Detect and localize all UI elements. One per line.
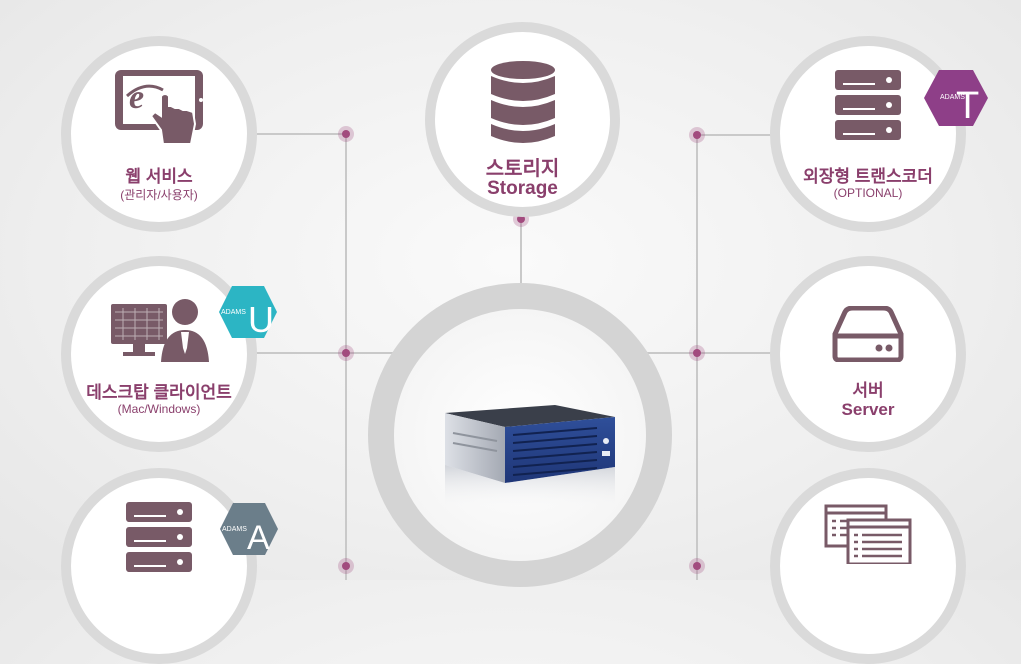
node-title: 웹 서비스: [125, 167, 193, 186]
junction-dot-desktop-client: [338, 345, 354, 361]
junction-dot-transcoder: [689, 127, 705, 143]
central-hub: [368, 283, 672, 587]
adams-u-badge: ADAMS U: [219, 286, 277, 340]
connector-desktop-client: [248, 352, 346, 354]
connector-right-vertical: [696, 134, 698, 580]
connector-transcoder: [697, 134, 777, 136]
connector-server: [646, 352, 776, 354]
server-rack-icon: [126, 502, 192, 572]
badge-letter: U: [248, 299, 274, 340]
node-subtitle: (OPTIONAL): [833, 186, 903, 200]
badge-letter: T: [956, 85, 979, 127]
node-title: 외장형 트랜스코더: [803, 167, 933, 186]
node-bottom-right: [770, 468, 966, 664]
badge-brand: ADAMS: [221, 309, 246, 316]
adams-t-badge: ADAMS T: [924, 70, 988, 127]
database-icon: [490, 61, 555, 143]
node-title: 스토리지: [485, 158, 560, 180]
hard-drive-icon: [832, 306, 904, 362]
windows-stack-icon: [824, 504, 912, 564]
node-web-service: e 웹 서비스 (관리자/사용자): [61, 36, 257, 232]
node-storage: 스토리지 Storage: [425, 22, 620, 217]
svg-text:e: e: [129, 79, 144, 116]
rack-server-appliance-icon: [445, 405, 615, 511]
server-rack-icon: [835, 70, 901, 140]
node-bottom-left: [61, 468, 257, 664]
badge-letter: A: [247, 519, 270, 557]
junction-dot-web-service: [338, 126, 354, 142]
badge-brand: ADAMS: [940, 94, 965, 101]
node-title-english: Server: [841, 400, 895, 419]
junction-dot-bottom-left: [338, 558, 354, 574]
node-title: 데스크탑 클라이언트: [86, 383, 232, 402]
desktop-user-icon: [111, 299, 209, 362]
badge-brand: ADAMS: [222, 526, 247, 533]
node-title: 서버: [852, 381, 884, 400]
connector-web-service: [248, 133, 346, 135]
adams-a-badge: ADAMS A: [220, 503, 278, 557]
node-desktop-client: 데스크탑 클라이언트 (Mac/Windows): [61, 256, 257, 452]
node-transcoder: 외장형 트랜스코더 (OPTIONAL): [770, 36, 966, 232]
connector-storage: [520, 218, 522, 288]
node-title-english: Storage: [487, 178, 558, 199]
node-subtitle: (Mac/Windows): [117, 402, 201, 416]
node-subtitle: (관리자/사용자): [120, 188, 198, 202]
tablet-browser-icon: e: [115, 70, 203, 145]
junction-dot-server: [689, 345, 705, 361]
connector-left-vertical: [345, 134, 347, 580]
node-server: 서버 Server: [770, 256, 966, 452]
connector-hub-left: [346, 352, 396, 354]
junction-dot-bottom-right: [689, 558, 705, 574]
